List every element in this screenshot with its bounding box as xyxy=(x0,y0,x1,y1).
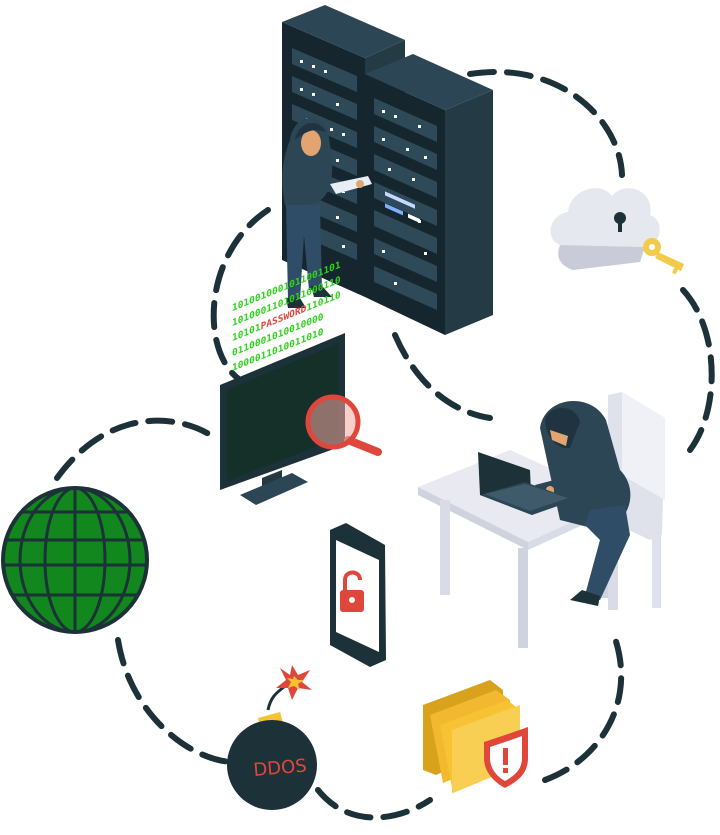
folder-alert-icon xyxy=(423,680,528,793)
ddos-label: DDOS xyxy=(253,755,308,781)
cloud-lock-icon xyxy=(550,188,660,270)
desk-hacker-icon xyxy=(418,392,665,648)
hacker-icon xyxy=(282,117,372,308)
dashed-connection-path xyxy=(54,69,715,821)
server-rack-icon xyxy=(365,54,493,335)
bomb-icon: DDOS xyxy=(227,665,317,810)
monitor-icon xyxy=(220,333,345,505)
globe-icon xyxy=(1,486,149,634)
magnifier-icon xyxy=(305,394,382,456)
phone-unlock-icon xyxy=(330,523,386,667)
key-icon xyxy=(643,238,684,275)
